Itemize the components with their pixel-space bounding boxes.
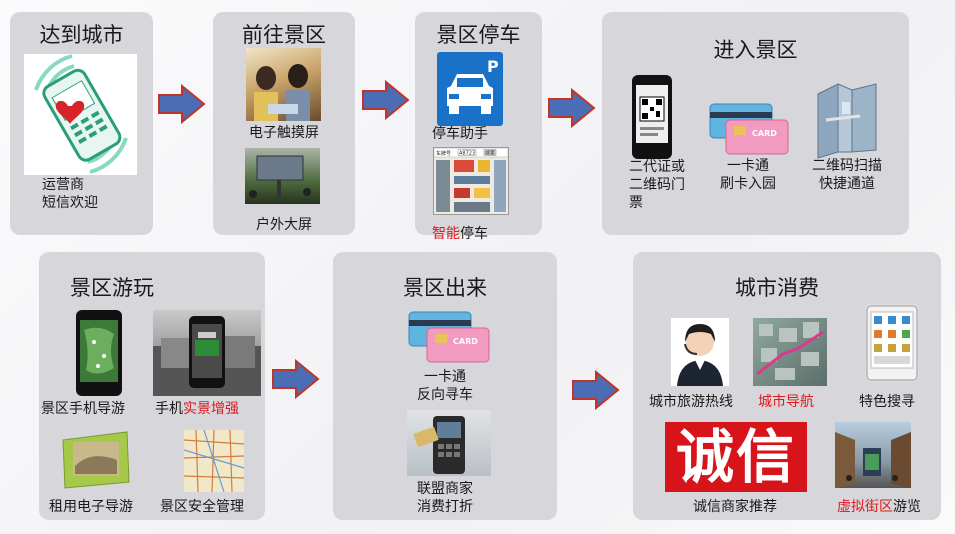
smart-card-image: CARD: [706, 100, 791, 158]
reverse-car-finder-label: 一卡通反向寻车: [417, 369, 473, 403]
panel-parking: 景区停车 P 停车助手 车牌号 A8723 搜索 智能停车: [415, 12, 542, 242]
arrow-right-icon: [548, 88, 596, 128]
feature-search-phone-image: [865, 304, 919, 382]
panel-city-consume: 城市消费 城市旅游热线 城市导航 特色搜寻 诚信 诚信商家推荐 虚拟街区游览: [633, 252, 941, 520]
virtual-street-label: 虚拟街区游览: [837, 499, 921, 515]
sms-phone-image: [24, 54, 137, 175]
svg-text:搜索: 搜索: [485, 150, 495, 157]
panel-enter-scenic: 进入景区 二代证或二维码门票 CARD 一卡通刷卡入园 二维码扫描快捷通道: [602, 12, 909, 235]
touch-screen-photo: [246, 48, 321, 121]
virtual-street-image: [835, 422, 911, 488]
svg-text:A8723: A8723: [459, 151, 475, 157]
svg-text:P: P: [487, 57, 499, 76]
phone-guide-image: [76, 310, 122, 396]
card-entry-label: 一卡通刷卡入园: [720, 158, 776, 192]
panel-title: 景区游玩: [70, 276, 154, 300]
panel-title: 进入景区: [713, 38, 798, 62]
parking-icon: P: [437, 52, 503, 126]
rental-guide-label: 租用电子导游: [49, 499, 133, 515]
panel-title: 城市消费: [735, 276, 819, 300]
arrow-right-icon: [362, 80, 410, 120]
panel-exit-scenic: 景区出来 CARD 一卡通反向寻车 联盟商家消费打折: [333, 252, 557, 520]
integrity-sign: 诚信: [665, 422, 807, 492]
panel-title: 前往景区: [242, 23, 326, 47]
arrow-right-icon: [158, 84, 206, 124]
integrity-merchant-label: 诚信商家推荐: [693, 499, 777, 515]
panel-title: 景区停车: [436, 23, 521, 47]
qr-fast-lane-label: 二维码扫描快捷通道: [812, 158, 882, 192]
ar-phone-image: [153, 310, 261, 396]
panel-scenic-play: 景区游玩 景区手机导游 手机实景增强 租用电子导游 景区安全管理: [39, 252, 265, 520]
security-map-image: [184, 430, 244, 492]
city-navigation-image: [753, 318, 827, 386]
parking-assistant-label: 停车助手: [432, 126, 488, 142]
svg-text:CARD: CARD: [752, 129, 777, 138]
panel-arrive-city: 达到城市 运营商短信欢迎: [10, 12, 153, 235]
sms-welcome-label: 运营商短信欢迎: [42, 177, 98, 211]
hotline-agent-image: [671, 318, 729, 386]
pos-terminal-image: [407, 410, 491, 476]
ar-phone-label: 手机实景增强: [155, 401, 239, 417]
feature-search-label: 特色搜寻: [859, 394, 915, 410]
panel-title: 达到城市: [39, 23, 124, 47]
smart-card-image: CARD: [405, 308, 493, 366]
svg-text:车牌号: 车牌号: [436, 150, 451, 157]
outdoor-screen-photo: [245, 148, 320, 204]
panel-go-scenic: 前往景区 电子触摸屏 户外大屏: [213, 12, 355, 235]
security-management-label: 景区安全管理: [160, 499, 244, 515]
arrow-right-icon: [572, 370, 620, 410]
touch-screen-label: 电子触摸屏: [249, 125, 319, 141]
rental-guide-device-image: [61, 430, 131, 490]
smart-parking-label: 智能停车: [432, 226, 488, 242]
qr-ticket-phone-image: [632, 75, 672, 159]
integrity-sign-text: 诚信: [665, 422, 807, 492]
merchant-discount-label: 联盟商家消费打折: [417, 481, 473, 515]
city-navigation-label: 城市导航: [758, 394, 814, 410]
id-qr-ticket-label: 二代证或二维码门票: [629, 159, 685, 211]
arrow-right-icon: [272, 359, 320, 399]
qr-gate-image: [812, 80, 882, 160]
outdoor-screen-label: 户外大屏: [256, 217, 312, 233]
panel-title: 景区出来: [403, 276, 487, 300]
svg-text:CARD: CARD: [453, 337, 478, 346]
tour-hotline-label: 城市旅游热线: [649, 394, 733, 410]
smart-parking-screen: 车牌号 A8723 搜索: [433, 147, 509, 215]
phone-guide-label: 景区手机导游: [41, 401, 125, 417]
